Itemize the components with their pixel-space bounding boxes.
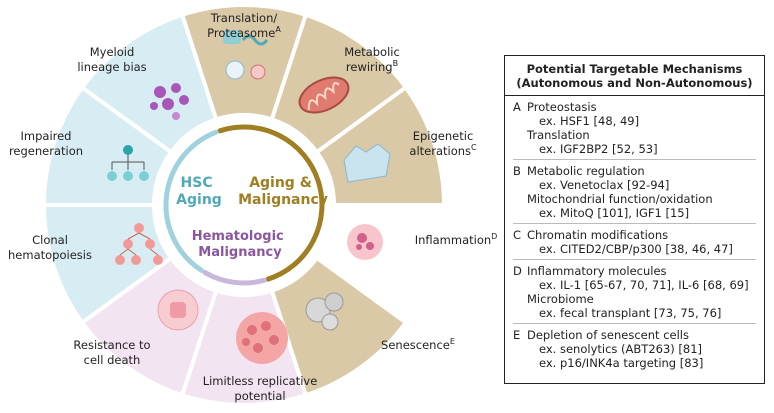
label-senescence: SenescenceE <box>381 337 455 352</box>
tumor-mass-icon <box>236 312 288 364</box>
mechanism-line: Proteostasis <box>527 100 597 114</box>
group-letter: E <box>513 328 521 342</box>
example-line: ex. HSF1 [48, 49] <box>539 114 640 128</box>
mechanism-line: Mitochondrial function/oxidation <box>527 192 713 206</box>
panel-title-divider <box>505 95 764 96</box>
group-letter: C <box>513 228 522 242</box>
inflammation-icon <box>347 224 383 260</box>
hallmarks-wheel: HSC Aging Aging & Malignancy Hematologic… <box>8 3 497 407</box>
myeloid-cells-icon <box>150 83 189 120</box>
label-superscript: C <box>471 143 477 152</box>
mechanism-line: Depletion of senescent cells <box>527 328 689 342</box>
example-line: ex. CITED2/CBP/p300 [38, 46, 47] <box>539 242 733 256</box>
mechanism-line: Translation <box>527 128 590 142</box>
mechanism-line: Metabolic regulation <box>527 164 645 178</box>
mechanism-line: Microbiome <box>527 292 594 306</box>
example-line: ex. IL-1 [65-67, 70, 71], IL-6 [68, 69] <box>539 278 749 292</box>
hematologic-malignancy-label: Hematologic Malignancy <box>192 229 289 260</box>
clonal-tree-icon <box>115 223 163 265</box>
chromatin-icon <box>343 143 391 183</box>
hsc-hierarchy-icon <box>107 145 149 181</box>
mechanism-line: Chromatin modifications <box>527 228 669 242</box>
example-line: ex. p16/INK4a targeting [83] <box>539 356 704 370</box>
ribosome-icon <box>223 30 269 80</box>
aging-malignancy-label: Aging & Malignancy <box>238 175 328 208</box>
mechanism-line: Inflammatory molecules <box>527 264 667 278</box>
label-superscript: D <box>491 232 497 241</box>
example-line: ex. MitoQ [101], IGF1 [15] <box>539 206 690 220</box>
panel-title: Potential Targetable Mechanisms (Autonom… <box>516 62 753 90</box>
hematologic-arc <box>202 270 267 286</box>
mechanisms-panel: Potential Targetable Mechanisms (Autonom… <box>504 55 765 384</box>
hsc-aging-label: HSC Aging <box>176 175 222 208</box>
group-letter: D <box>513 264 522 278</box>
resistant-cell-icon <box>157 289 199 331</box>
aging-malignancy-arc <box>217 124 325 282</box>
segment-illustrations <box>107 30 391 364</box>
group-letter: B <box>513 164 521 178</box>
mitochondrion-icon <box>298 76 350 114</box>
example-line: ex. IGF2BP2 [52, 53] <box>539 142 658 156</box>
senescent-cells-icon <box>305 292 344 331</box>
center-arcs <box>163 124 325 286</box>
label-superscript: E <box>450 337 455 346</box>
label-superscript: A <box>275 25 281 34</box>
label-superscript: B <box>393 59 399 68</box>
hsc-aging-arc <box>163 129 219 273</box>
label-translation: Translation/ProteasomeA <box>207 11 281 40</box>
label-inflammation: InflammationD <box>415 232 498 247</box>
example-line: ex. senolytics (ABT263) [81] <box>539 342 703 356</box>
example-line: ex. Venetoclax [92-94] <box>539 178 670 192</box>
example-line: ex. fecal transplant [73, 75, 76] <box>539 306 722 320</box>
group-letter: A <box>513 100 521 114</box>
